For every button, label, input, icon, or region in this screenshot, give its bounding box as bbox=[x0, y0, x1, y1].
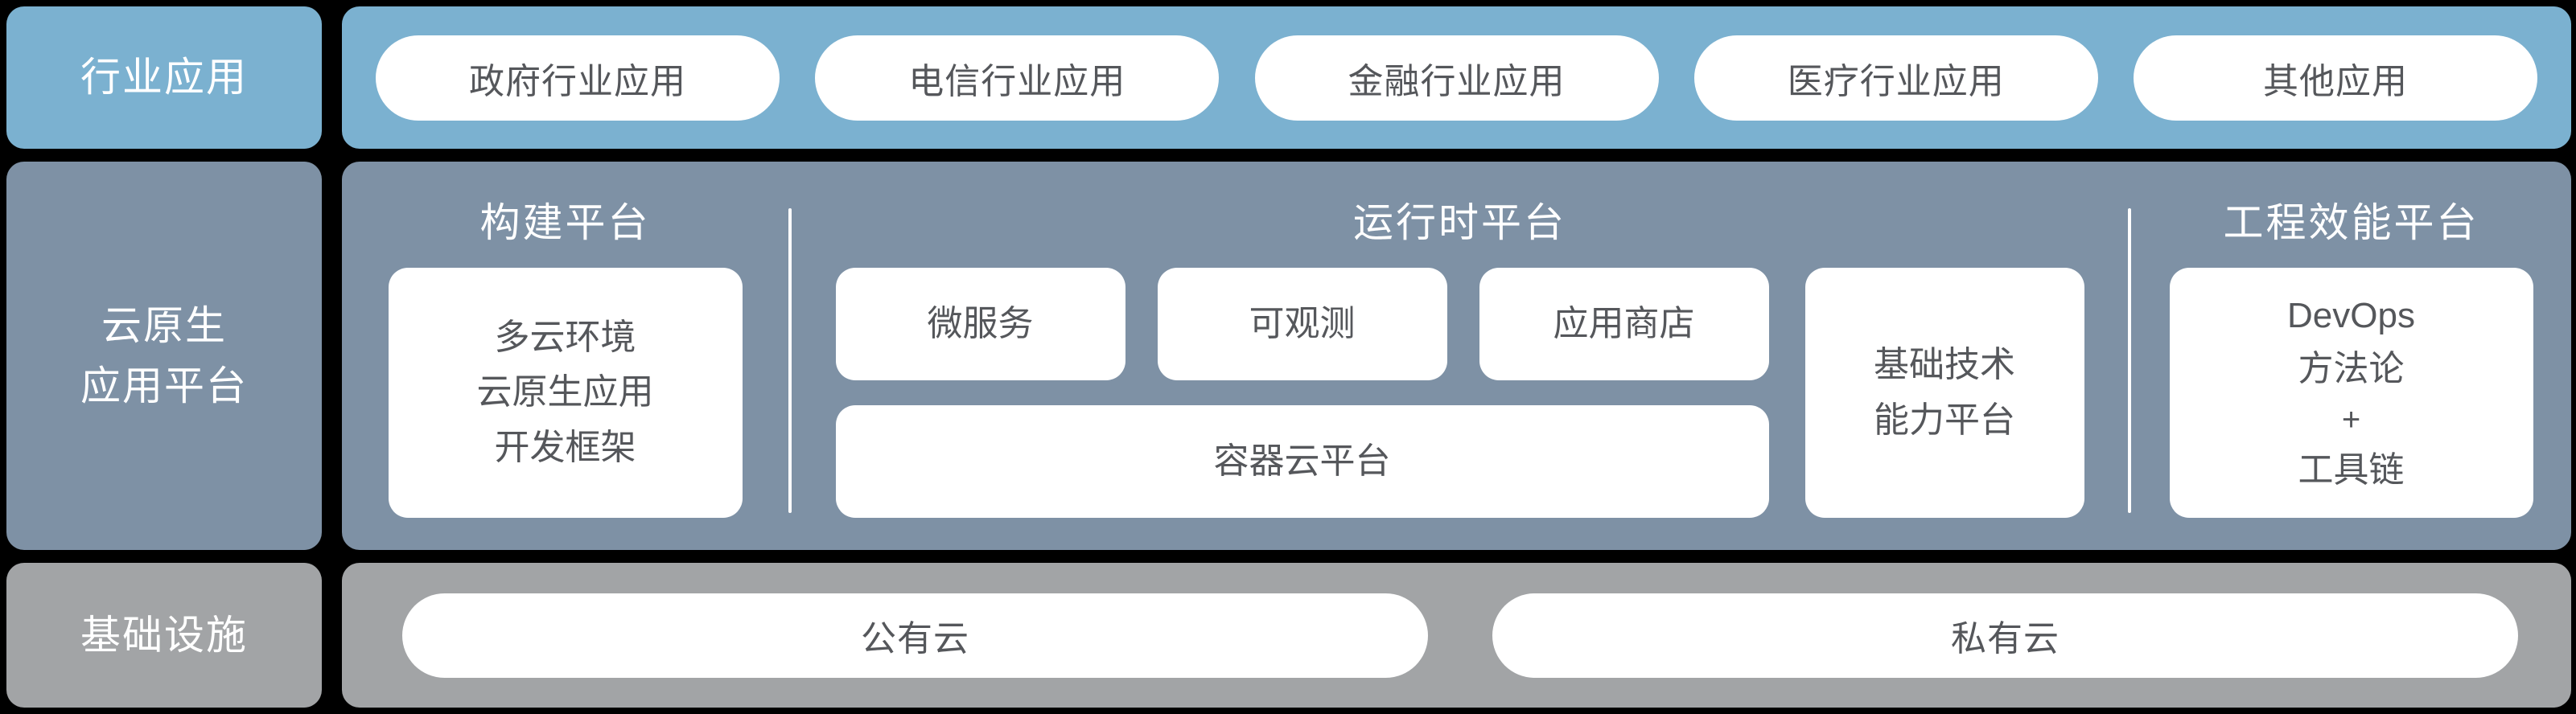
industry-pill-finance-label: 金融行业应用 bbox=[1348, 61, 1566, 101]
platform-row-label-line2: 应用平台 bbox=[80, 363, 248, 408]
devops-card-line1: DevOps bbox=[2287, 295, 2415, 335]
container-cloud-card-label: 容器云平台 bbox=[1213, 441, 1391, 481]
microservices-card: 微服务 bbox=[835, 268, 1125, 380]
industry-pill-healthcare-label: 医疗行业应用 bbox=[1787, 61, 2005, 101]
public-cloud-pill-label: 公有云 bbox=[861, 619, 969, 659]
build-platform-card: 多云环境 云原生应用 开发框架 bbox=[388, 268, 743, 518]
divider-build-runtime bbox=[788, 208, 792, 513]
infrastructure-row-label: 基础设施 bbox=[6, 563, 322, 708]
observability-card: 可观测 bbox=[1157, 268, 1447, 380]
devops-card-line4: 工具链 bbox=[2298, 449, 2405, 490]
infrastructure-row-label-text: 基础设施 bbox=[80, 612, 248, 658]
runtime-platform-heading: 运行时平台 bbox=[1353, 200, 1566, 245]
industry-pill-healthcare: 医疗行业应用 bbox=[1693, 35, 2098, 121]
industry-pill-telecom-label: 电信行业应用 bbox=[908, 61, 1126, 101]
base-tech-capability-card: 基础技术 能力平台 bbox=[1804, 268, 2084, 518]
devops-platform-section: 工程效能平台 DevOps 方法论 + 工具链 bbox=[2131, 202, 2571, 518]
container-cloud-card: 容器云平台 bbox=[835, 405, 1769, 518]
devops-card-plus: + bbox=[2341, 401, 2361, 437]
base-tech-card-line2: 能力平台 bbox=[1874, 400, 2015, 440]
app-store-card: 应用商店 bbox=[1479, 268, 1769, 380]
build-platform-heading: 构建平台 bbox=[479, 200, 651, 245]
private-cloud-pill-label: 私有云 bbox=[1951, 619, 2060, 659]
devops-card-line2: 方法论 bbox=[2298, 348, 2405, 388]
devops-card: DevOps 方法论 + 工具链 bbox=[2169, 268, 2533, 518]
industry-pill-government: 政府行业应用 bbox=[376, 35, 780, 121]
industry-pill-telecom: 电信行业应用 bbox=[815, 35, 1220, 121]
build-card-line2: 云原生应用 bbox=[476, 372, 654, 412]
runtime-grid: 微服务 可观测 应用商店 容器云平台 bbox=[835, 268, 1769, 518]
platform-row-label: 云原生 应用平台 bbox=[6, 162, 322, 550]
build-platform-section: 构建平台 多云环境 云原生应用 开发框架 bbox=[342, 202, 788, 518]
microservices-card-label: 微服务 bbox=[927, 303, 1034, 343]
runtime-body: 微服务 可观测 应用商店 容器云平台 基础技术 能力平台 bbox=[792, 268, 2128, 518]
platform-row-content: 构建平台 多云环境 云原生应用 开发框架 运行时平台 微服务 可观测 bbox=[342, 162, 2571, 550]
runtime-platform-section: 运行时平台 微服务 可观测 应用商店 容器云平台 bbox=[792, 202, 2128, 518]
observability-card-label: 可观测 bbox=[1249, 303, 1356, 343]
industry-row-label: 行业应用 bbox=[6, 6, 322, 149]
infrastructure-row-content: 公有云 私有云 bbox=[342, 563, 2571, 708]
industry-pill-other-label: 其他应用 bbox=[2263, 61, 2408, 101]
build-card-line3: 开发框架 bbox=[494, 427, 636, 467]
industry-pill-government-label: 政府行业应用 bbox=[469, 61, 686, 101]
app-store-card-label: 应用商店 bbox=[1553, 303, 1695, 343]
industry-pill-finance: 金融行业应用 bbox=[1254, 35, 1659, 121]
industry-pill-other: 其他应用 bbox=[2134, 35, 2537, 121]
platform-row-label-text: 云原生 应用平台 bbox=[80, 296, 248, 416]
industry-row-label-text: 行业应用 bbox=[80, 55, 248, 100]
devops-platform-heading: 工程效能平台 bbox=[2223, 200, 2479, 245]
divider-runtime-devops bbox=[2128, 208, 2131, 513]
private-cloud-pill: 私有云 bbox=[1492, 593, 2518, 678]
public-cloud-pill: 公有云 bbox=[402, 593, 1428, 678]
platform-row-label-line1: 云原生 bbox=[101, 302, 227, 348]
base-tech-card-line1: 基础技术 bbox=[1874, 345, 2015, 385]
industry-row-content: 政府行业应用 电信行业应用 金融行业应用 医疗行业应用 其他应用 bbox=[342, 6, 2571, 149]
build-card-line1: 多云环境 bbox=[494, 318, 636, 358]
